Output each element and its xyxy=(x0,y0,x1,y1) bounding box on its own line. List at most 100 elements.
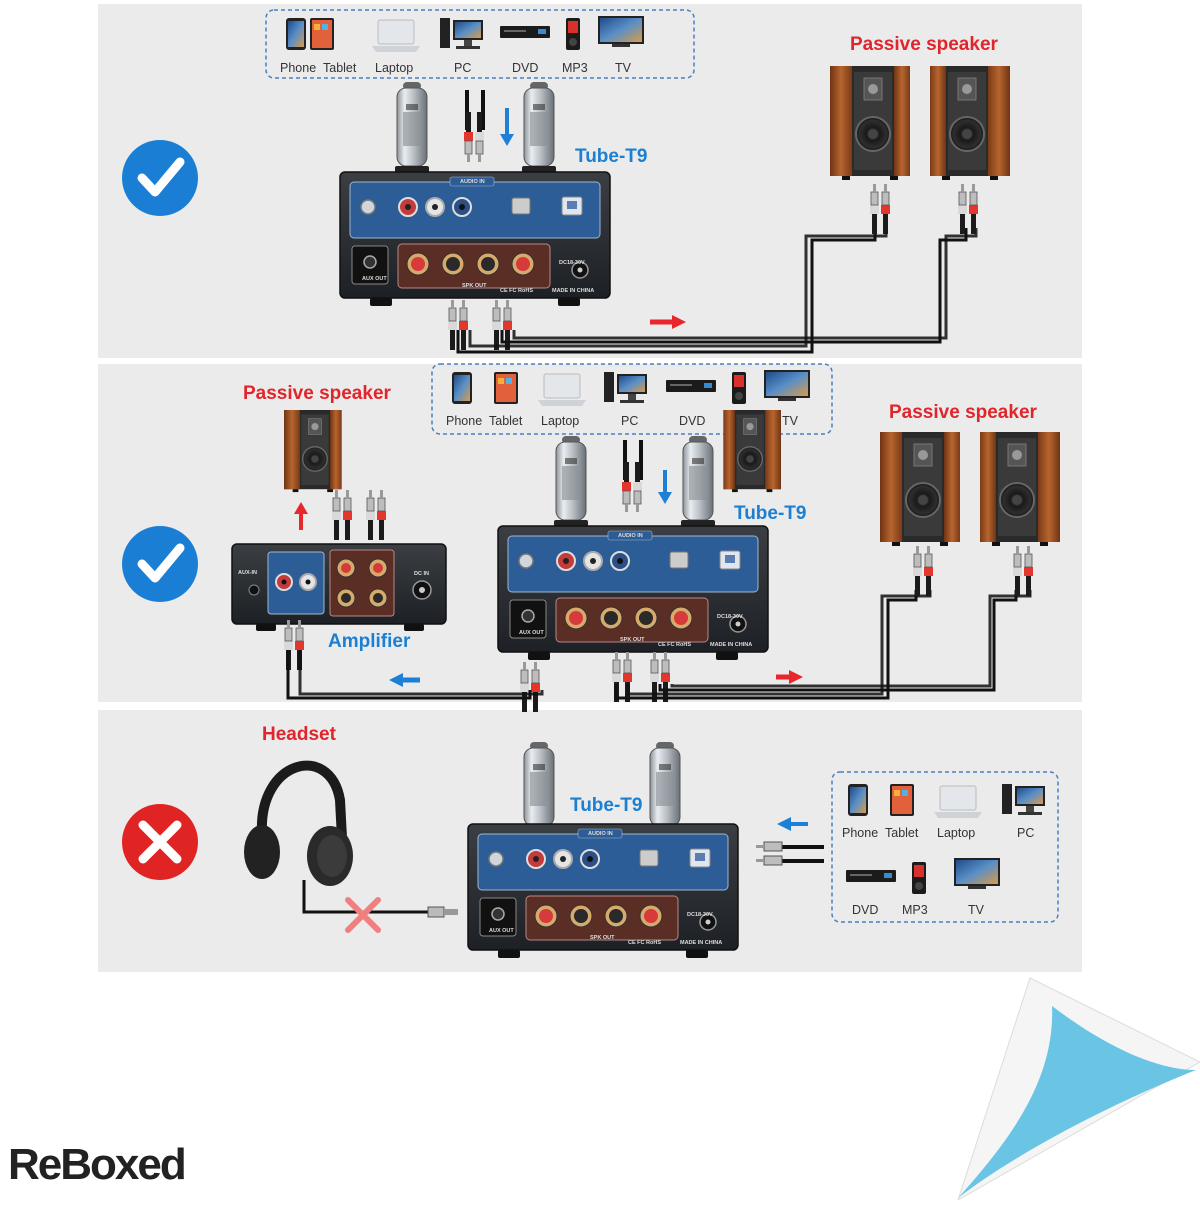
dc-in-label: DC IN xyxy=(414,571,429,577)
source-label-tablet: Tablet xyxy=(323,61,357,75)
dvd-icon xyxy=(500,26,550,38)
headset-icon xyxy=(244,760,353,886)
passive-speaker-right xyxy=(929,65,1011,181)
check-icon xyxy=(122,140,198,216)
audio-in-label: AUDIO IN xyxy=(460,179,485,185)
input-rca-cable xyxy=(621,440,643,513)
input-rca-cable xyxy=(463,90,485,163)
source-labels: Phone Tablet Laptop PC DVD MP3 TV xyxy=(842,826,1034,917)
spk-out-label: SPK OUT xyxy=(620,637,645,643)
passive-speaker-left xyxy=(283,409,343,493)
mp3-icon xyxy=(912,862,926,894)
page-curl-decoration xyxy=(957,977,1200,1202)
passive-speaker-left xyxy=(829,65,911,181)
scenario-1: Phone Tablet Laptop PC DVD MP3 TV Tube-T… xyxy=(122,9,1011,354)
source-label-dvd: DVD xyxy=(512,61,538,75)
passive-speaker-label: Passive speaker xyxy=(889,402,1038,423)
vacuum-tube xyxy=(680,435,716,531)
amplifier-label: Amplifier xyxy=(328,631,411,652)
passive-speaker-label: Passive speaker xyxy=(850,34,999,55)
cert-label: CE FC RoHS xyxy=(628,940,661,946)
phone-icon xyxy=(452,372,472,404)
tube-model-label: Tube-T9 xyxy=(570,795,642,816)
source-label-laptop: Laptop xyxy=(541,414,579,428)
tube-model-label: Tube-T9 xyxy=(734,503,806,524)
source-label-pc: PC xyxy=(621,414,638,428)
aux-out-label: AUX OUT xyxy=(519,630,544,636)
tablet-icon xyxy=(890,784,914,816)
source-label-tablet: Tablet xyxy=(885,826,919,840)
vacuum-tube xyxy=(394,81,430,177)
tv-icon xyxy=(954,858,1000,889)
cert-label: CE FC RoHS xyxy=(658,642,691,648)
brand-logo: ReBoxed xyxy=(8,1140,187,1189)
source-devices-box xyxy=(831,771,1059,923)
made-in-label: MADE IN CHINA xyxy=(552,288,594,294)
spk-out-label: SPK OUT xyxy=(462,283,487,289)
external-amplifier xyxy=(231,543,447,632)
x-mark-icon xyxy=(345,897,381,933)
power-label: DC18-30V xyxy=(717,614,743,620)
dvd-icon xyxy=(666,380,716,392)
dvd-icon xyxy=(846,870,896,882)
source-label-mp3: MP3 xyxy=(562,61,588,75)
source-label-tv: TV xyxy=(615,61,632,75)
source-label-dvd: DVD xyxy=(679,414,705,428)
vacuum-tube xyxy=(521,741,557,837)
headset-plug xyxy=(427,906,445,918)
scenario-2: Phone Tablet Laptop PC DVD MP3 TV Tube-T… xyxy=(122,363,1061,713)
source-label-phone: Phone xyxy=(280,61,316,75)
tv-icon xyxy=(764,370,810,401)
source-devices-box xyxy=(431,363,833,435)
phone-icon xyxy=(286,18,306,50)
laptop-icon xyxy=(537,373,587,407)
not-supported-icon xyxy=(122,804,198,880)
passive-speaker-left xyxy=(879,431,961,547)
mp3-icon xyxy=(566,18,580,50)
tablet-icon xyxy=(494,372,518,404)
source-label-pc: PC xyxy=(1017,826,1034,840)
vacuum-tube xyxy=(647,741,683,837)
source-devices-box xyxy=(265,9,695,79)
audio-in-label: AUDIO IN xyxy=(618,533,643,539)
spk-out-label: SPK OUT xyxy=(590,935,615,941)
source-label-tablet: Tablet xyxy=(489,414,523,428)
mp3-icon xyxy=(732,372,746,404)
source-label-dvd: DVD xyxy=(852,903,878,917)
aux-in-label: AUX-IN xyxy=(238,570,257,576)
source-label-laptop: Laptop xyxy=(375,61,413,75)
source-rca-cable xyxy=(756,841,824,866)
tube-model-label: Tube-T9 xyxy=(575,146,647,167)
made-in-label: MADE IN CHINA xyxy=(710,642,752,648)
source-label-tv: TV xyxy=(968,903,985,917)
power-label: DC18-30V xyxy=(559,260,585,266)
passive-speaker-right xyxy=(979,431,1061,547)
passive-speaker-right xyxy=(722,409,782,493)
audio-in-label: AUDIO IN xyxy=(588,831,613,837)
laptop-icon xyxy=(933,785,983,819)
scenario-3: Headset Tube-T9 AUDIO IN AUX OUT SPK OUT… xyxy=(122,724,1059,959)
check-icon xyxy=(122,526,198,602)
tv-icon xyxy=(598,16,644,47)
source-label-pc: PC xyxy=(454,61,471,75)
headset-cable xyxy=(302,880,432,914)
vacuum-tube xyxy=(521,81,557,177)
laptop-icon xyxy=(371,19,421,53)
cert-label: CE FC RoHS xyxy=(500,288,533,294)
aux-out-label: AUX OUT xyxy=(489,928,514,934)
aux-out-label: AUX OUT xyxy=(362,276,387,282)
source-label-tv: TV xyxy=(782,414,799,428)
passive-speaker-label: Passive speaker xyxy=(243,383,392,404)
source-label-laptop: Laptop xyxy=(937,826,975,840)
source-label-mp3: MP3 xyxy=(902,903,928,917)
made-in-label: MADE IN CHINA xyxy=(680,940,722,946)
power-label: DC18-30V xyxy=(687,912,713,918)
tablet-icon xyxy=(310,18,334,50)
source-label-phone: Phone xyxy=(446,414,482,428)
phone-icon xyxy=(848,784,868,816)
headset-label: Headset xyxy=(262,724,337,745)
vacuum-tube xyxy=(553,435,589,531)
source-label-phone: Phone xyxy=(842,826,878,840)
